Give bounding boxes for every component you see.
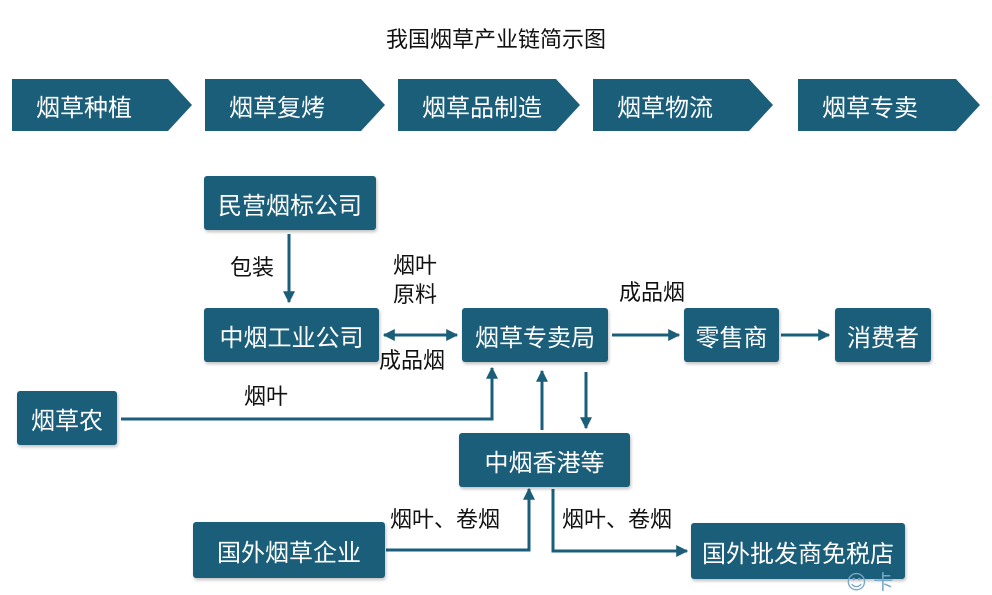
stage-manufacturing-label: 烟草品制造: [422, 93, 542, 122]
stage-logistics-label: 烟草物流: [617, 93, 713, 122]
arrow-foreign-hk: [386, 487, 535, 552]
label-leaf-material-2: 原料: [393, 283, 438, 308]
label-leaf-cig-export: 烟叶、卷烟: [562, 508, 673, 533]
stage-monopoly-label: 烟草专卖: [822, 93, 918, 122]
node-foreign-wholesale: 国外批发商免税店: [691, 523, 905, 579]
node-packaging-company: 民营烟标公司: [204, 176, 376, 230]
label-leaf-from-farmer: 烟叶: [244, 385, 289, 410]
label-finished-cig-lower: 成品烟: [379, 349, 446, 374]
arrow-farmer-monopoly: [121, 366, 498, 421]
node-industrial-company: 中烟工业公司: [204, 308, 379, 362]
label-packaging: 包装: [230, 256, 275, 281]
node-hk-company: 中烟香港等: [459, 433, 630, 487]
node-foreign-company: 国外烟草企业: [193, 522, 385, 578]
diagram-title: 我国烟草产业链简示图: [385, 28, 606, 53]
stage-planting: 烟草种植: [12, 79, 192, 131]
label-leaf-cig-import: 烟叶、卷烟: [390, 508, 501, 533]
stage-logistics: 烟草物流: [593, 79, 773, 131]
label-finished-cig-upper: 成品烟: [619, 281, 686, 306]
arrow-hk-foreign-wholesale: [551, 489, 689, 557]
label-leaf-material-1: 烟叶: [393, 254, 438, 279]
node-farmer: 烟草农: [17, 391, 117, 445]
stage-redrying: 烟草复烤: [205, 79, 385, 131]
watermark-icon: ☺: [846, 570, 867, 594]
watermark: ☺ 卡: [846, 566, 893, 595]
node-consumer: 消费者: [835, 308, 931, 362]
stage-monopoly: 烟草专卖: [798, 79, 980, 131]
watermark-text: 卡: [873, 570, 894, 594]
node-retailer: 零售商: [684, 308, 779, 362]
stage-redrying-label: 烟草复烤: [229, 93, 325, 122]
stage-manufacturing: 烟草品制造: [398, 79, 580, 131]
stage-planting-label: 烟草种植: [36, 93, 132, 122]
node-monopoly-bureau: 烟草专卖局: [462, 308, 608, 362]
